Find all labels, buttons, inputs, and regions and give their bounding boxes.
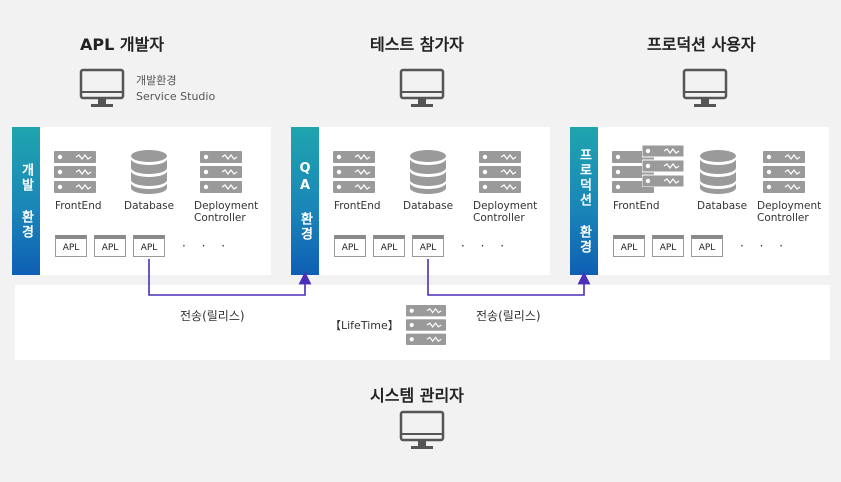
monitor-icon-tester [399, 68, 445, 107]
controller-label: Controller [473, 212, 525, 224]
database-icon [131, 150, 167, 194]
apl-box: APL [412, 235, 444, 257]
deployment-label: Deployment [757, 200, 822, 212]
frontend-server-icon [54, 151, 96, 193]
apl-box: APL [334, 235, 366, 257]
frontend-server-icon [333, 151, 375, 193]
apl-box: APL [652, 235, 684, 257]
env-bar-dev: 개발 환경 [12, 127, 40, 275]
deployment-label: Deployment [473, 200, 538, 212]
frontend-label: FrontEnd [613, 200, 660, 212]
dev-tools-line1: 개발환경 [136, 74, 177, 87]
controller-label: Controller [757, 212, 809, 224]
dev-tools-line2: Service Studio [136, 90, 216, 103]
deployment-controller-server-icon [200, 151, 242, 193]
apl-box: APL [613, 235, 645, 257]
apl-box: APL [691, 235, 723, 257]
database-label: Database [124, 200, 175, 212]
release-label-left: 전송(릴리스) [180, 309, 245, 323]
more-apps-dots: · · · [740, 239, 790, 253]
database-icon [410, 150, 446, 194]
role-title-tester: 테스트 참가자 [370, 35, 464, 54]
database-icon [700, 150, 736, 194]
release-label-right: 전송(릴리스) [476, 309, 541, 323]
env-bar-prod: 프로덕션 환경 [570, 127, 598, 275]
role-title-prod-user: 프로덕션 사용자 [647, 35, 756, 54]
deployment-controller-server-icon [763, 151, 805, 193]
release-arrow-dev-to-qa [148, 259, 312, 296]
frontend-label: FrontEnd [55, 200, 102, 212]
more-apps-dots: · · · [182, 239, 232, 253]
database-label: Database [697, 200, 748, 212]
apl-box: APL [373, 235, 405, 257]
controller-label: Controller [194, 212, 246, 224]
role-title-sysadmin: 시스템 관리자 [370, 386, 464, 405]
frontend-server-icon-cluster [642, 145, 684, 187]
monitor-icon-developer [79, 68, 125, 107]
env-bar-qa: QA 환경 [291, 127, 319, 275]
apl-box: APL [133, 235, 165, 257]
monitor-icon-sysadmin [399, 410, 445, 449]
lifetime-label: 【LifeTime】 [330, 319, 399, 332]
deployment-label: Deployment [194, 200, 259, 212]
role-title-developer: APL 개발자 [80, 35, 165, 54]
release-arrow-qa-to-prod [427, 259, 591, 296]
apl-box: APL [94, 235, 126, 257]
lifetime-server-icon [406, 305, 446, 345]
deployment-controller-server-icon [479, 151, 521, 193]
apl-box: APL [55, 235, 87, 257]
monitor-icon-prod-user [682, 68, 728, 107]
frontend-label: FrontEnd [334, 200, 381, 212]
database-label: Database [403, 200, 454, 212]
more-apps-dots: · · · [461, 239, 511, 253]
